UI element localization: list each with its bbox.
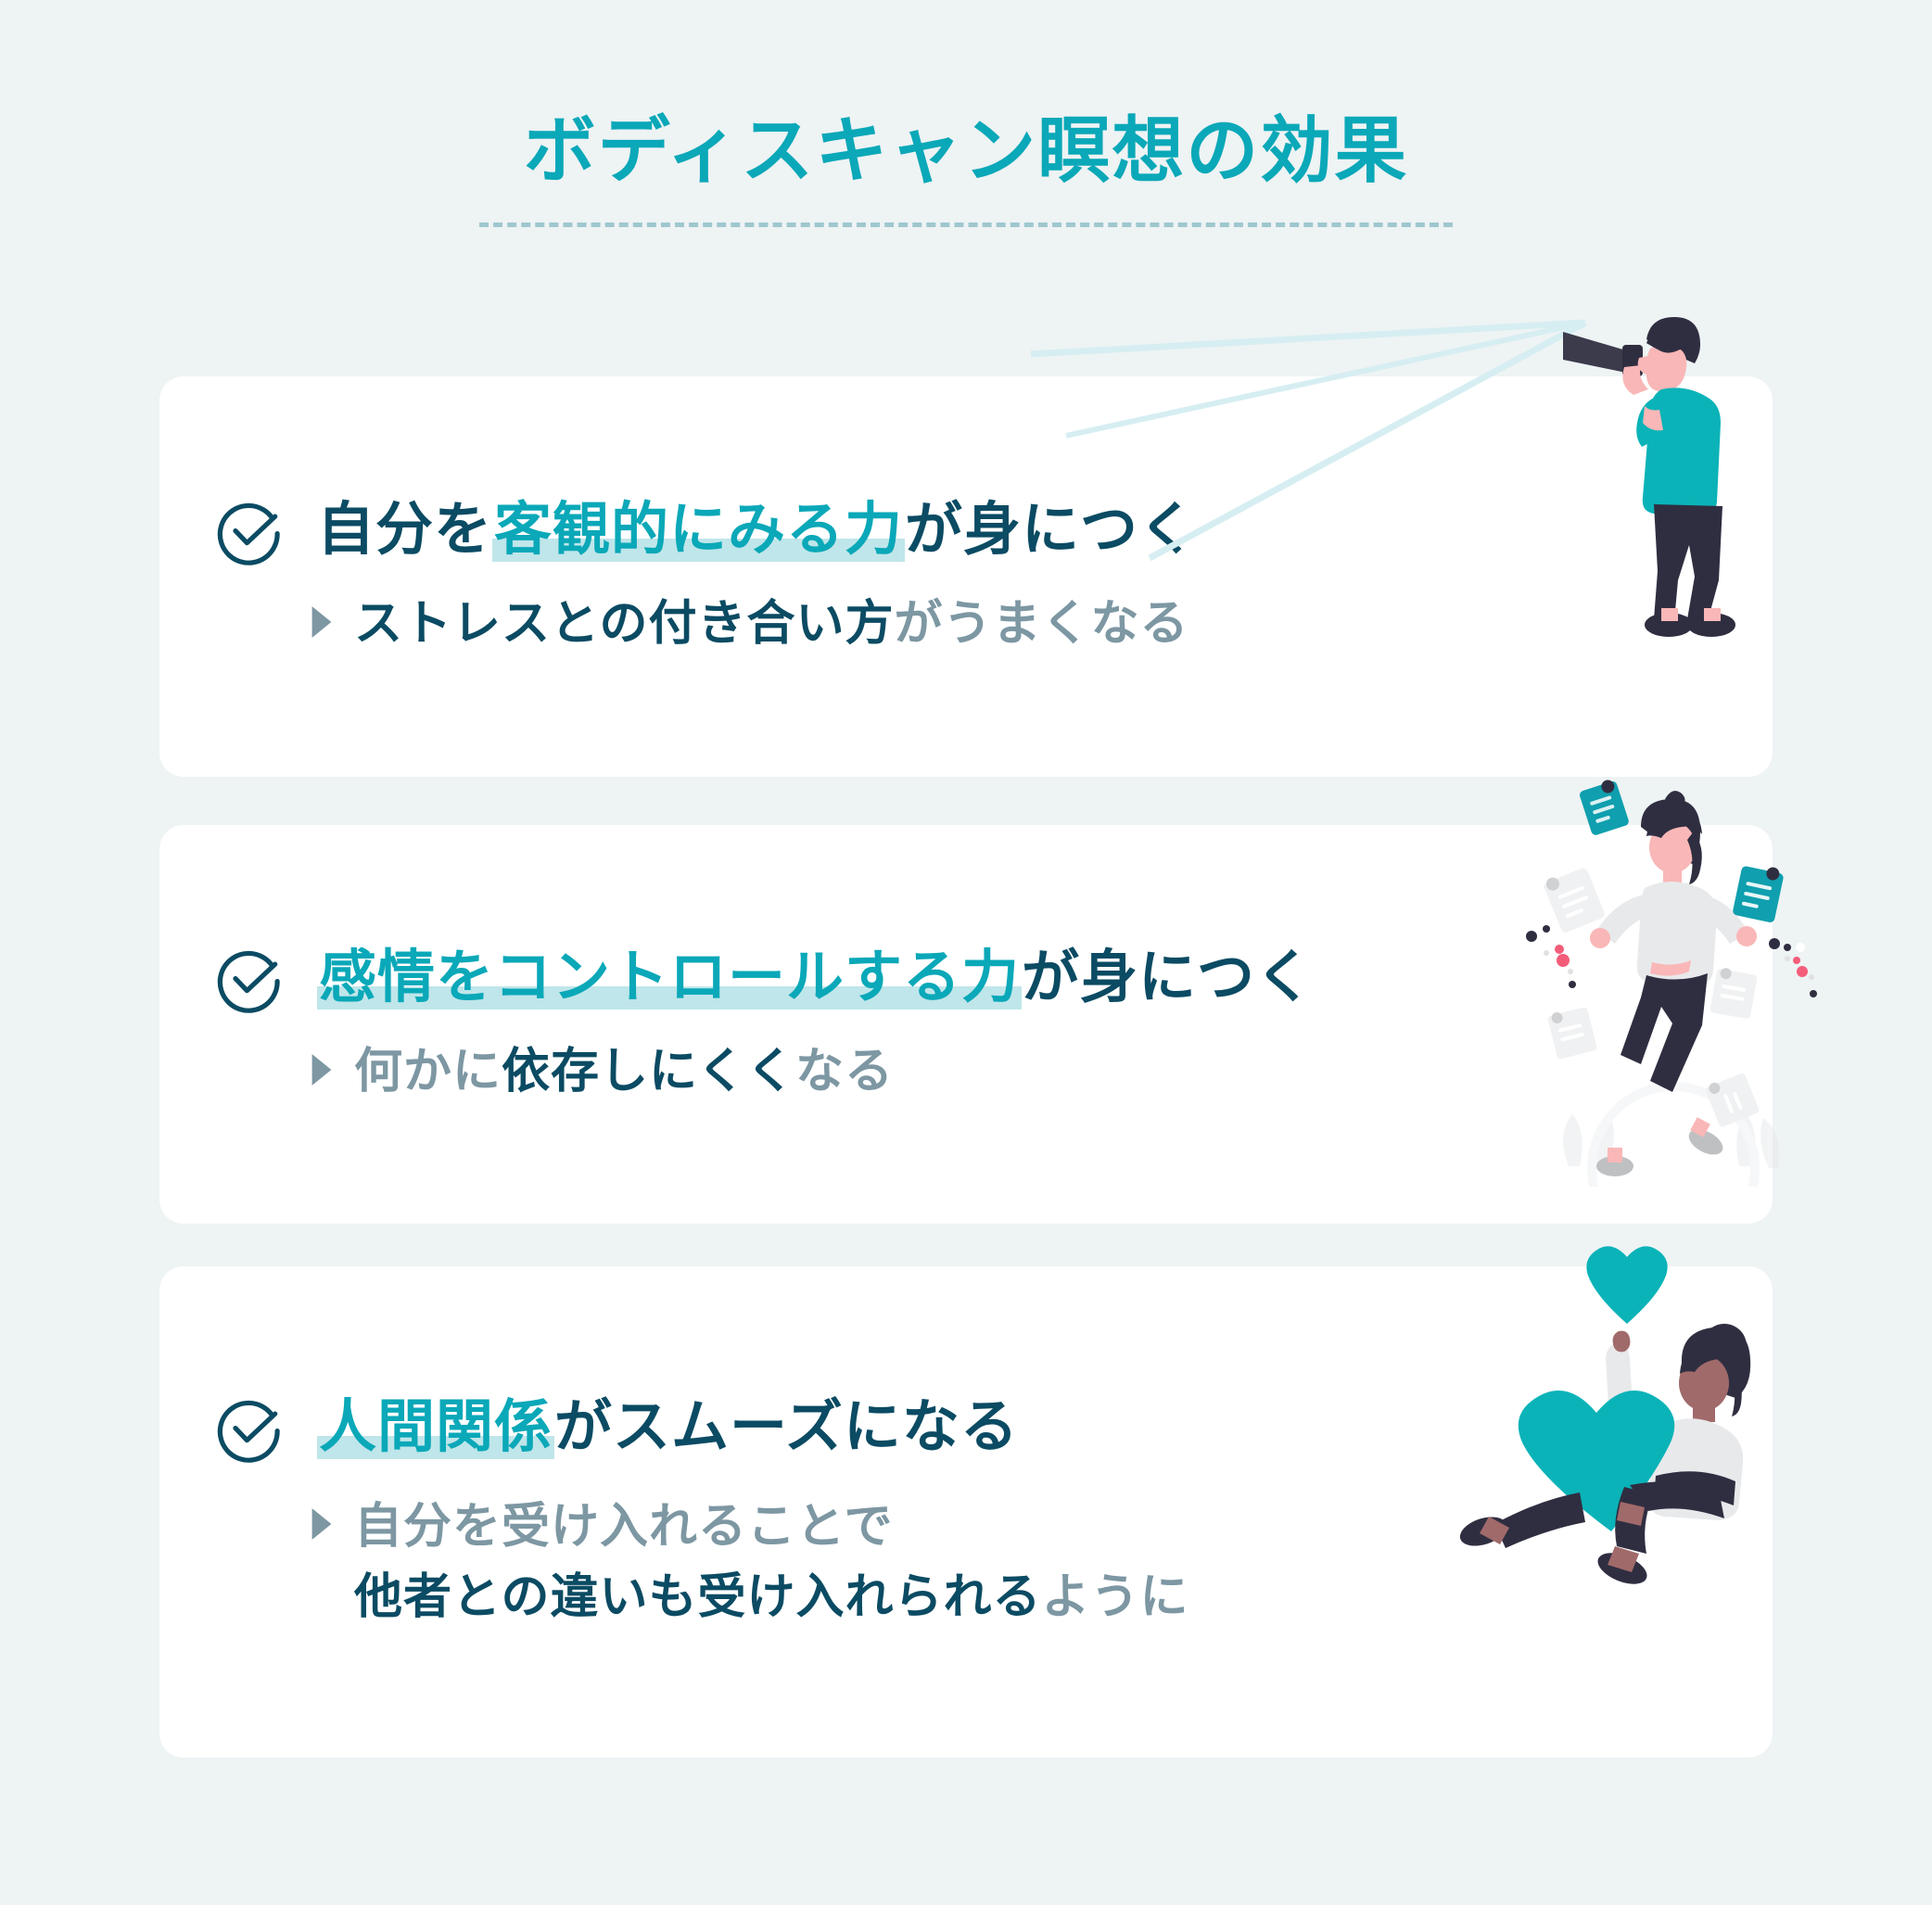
- sub-seg: 依存しにくく: [502, 1044, 795, 1099]
- sub-seg: ストレスとの付き合い方: [354, 596, 895, 651]
- headline-row: 人間関係がスムーズになる: [215, 1391, 1717, 1464]
- card-body: 自分を客観的にみる力が身につく ストレスとの付き合い方がうまくなる: [159, 376, 1773, 777]
- triangle-right-icon: [311, 1053, 332, 1086]
- effect-card-2: 感情をコントロールする力が身につく 何かに依存しにくくなる: [159, 825, 1773, 1224]
- card-3-sub-text: 自分を受け入れることで他者との違いも受け入れられるように: [354, 1492, 1189, 1632]
- sub-seg: 自分を受け入れることで: [354, 1500, 894, 1555]
- headline-row: 自分を客観的にみる力が身につく: [215, 494, 1717, 566]
- sub-seg: ように: [1041, 1569, 1189, 1624]
- telescope-icon: [1563, 332, 1643, 376]
- headline-seg: が身につく: [1022, 946, 1315, 1010]
- page-title: ボディスキャン瞑想の効果: [523, 109, 1409, 191]
- check-circle-icon: [217, 950, 280, 1013]
- sub-seg: 他者との違いも受け入れられる: [354, 1569, 1042, 1624]
- title-dashed-divider: [479, 222, 1453, 227]
- card-1-sub-row: ストレスとの付き合い方がうまくなる: [215, 591, 1717, 659]
- card-body: 人間関係がスムーズになる 自分を受け入れることで他者との違いも受け入れられるよう…: [159, 1266, 1773, 1758]
- headline-seg: が身につく: [905, 498, 1198, 563]
- headline-seg: がスムーズになる: [554, 1394, 1019, 1459]
- card-2-headline: 感情をコントロールする力が身につく: [317, 942, 1314, 1014]
- triangle-right-icon: [311, 1508, 332, 1541]
- title-block: ボディスキャン瞑想の効果: [0, 109, 1932, 227]
- triangle-right-icon: [311, 605, 332, 638]
- card-2-sub-text: 何かに依存しにくくなる: [354, 1038, 894, 1107]
- headline-row: 感情をコントロールする力が身につく: [215, 942, 1717, 1014]
- check-circle-icon: [217, 502, 280, 565]
- effect-card-1: 自分を客観的にみる力が身につく ストレスとの付き合い方がうまくなる: [159, 376, 1773, 777]
- headline-seg-highlight: 人間関係: [317, 1394, 555, 1459]
- sub-seg: がうまくなる: [894, 596, 1189, 651]
- headline-seg: 自分を: [317, 498, 493, 563]
- card-3-headline: 人間関係がスムーズになる: [317, 1391, 1019, 1464]
- card-3-sub-row: 自分を受け入れることで他者との違いも受け入れられるように: [215, 1492, 1717, 1632]
- sub-seg: 何かに: [354, 1044, 502, 1099]
- sub-seg: なる: [794, 1044, 894, 1099]
- headline-seg-highlight: 感情をコントロールする力: [317, 946, 1023, 1010]
- headline-seg-highlight: 客観的にみる力: [492, 498, 906, 563]
- card-2-sub-row: 何かに依存しにくくなる: [215, 1038, 1717, 1107]
- card-1-sub-text: ストレスとの付き合い方がうまくなる: [354, 591, 1189, 659]
- effect-card-3: 人間関係がスムーズになる 自分を受け入れることで他者との違いも受け入れられるよう…: [159, 1266, 1773, 1758]
- check-circle-icon: [217, 1400, 280, 1463]
- card-body: 感情をコントロールする力が身につく 何かに依存しにくくなる: [159, 825, 1773, 1224]
- card-1-headline: 自分を客観的にみる力が身につく: [317, 494, 1197, 566]
